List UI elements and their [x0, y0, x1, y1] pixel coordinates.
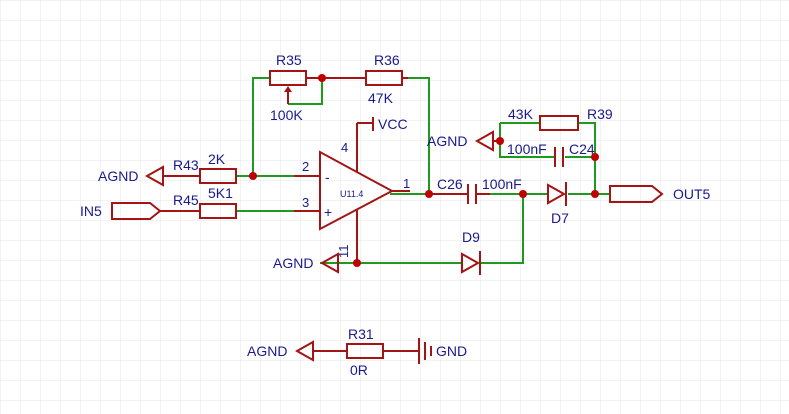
d7-diode: D7: [547, 182, 569, 226]
d9-ref: D9: [462, 229, 480, 245]
junction-agnd-right: [496, 137, 504, 145]
r39-ref: R39: [587, 106, 613, 122]
vcc-port: VCC: [357, 116, 408, 132]
agnd-bottom-label: AGND: [273, 255, 313, 271]
r45-body: [199, 203, 237, 219]
agnd-bottom-port: AGND: [273, 252, 339, 274]
junction-c26-d7: [519, 190, 527, 198]
r39-resistor: R39 43K: [508, 106, 613, 131]
wire-feedback-left: [252, 77, 270, 176]
r43-ref: R43: [173, 157, 199, 173]
gnd-label: GND: [436, 343, 467, 359]
c24-ref: C24: [569, 141, 595, 157]
c26-capacitor: C26 100nF: [429, 176, 522, 204]
opamp-pin3-label: 3: [302, 195, 309, 210]
d7-ref: D7: [551, 210, 569, 226]
r43-body: [199, 168, 237, 184]
junction-pin11: [353, 259, 361, 267]
d7-body: [547, 183, 567, 205]
c26-value: 100nF: [482, 176, 522, 192]
r43-resistor: R43 2K: [173, 151, 237, 184]
junction-c24-r39: [591, 153, 599, 161]
in5-port: IN5: [80, 202, 200, 220]
opamp-pin11-label: 11: [336, 245, 351, 259]
opamp-minus-sign: -: [325, 169, 330, 185]
r31-value: 0R: [350, 362, 368, 378]
agnd-left-port: AGND: [98, 165, 200, 187]
junction-out5: [591, 190, 599, 198]
opamp-u11-4: 2 3 1 4 11 - + U11.4: [294, 123, 410, 263]
out5-symbol: [609, 185, 664, 203]
opamp-ref: U11.4: [340, 189, 363, 199]
d9-diode: D9: [461, 229, 481, 275]
vcc-label: VCC: [378, 116, 408, 132]
opamp-pin1-label: 1: [403, 176, 410, 191]
d9-body: [461, 252, 481, 274]
r45-ref: R45: [173, 192, 199, 208]
wire-feedback-right: [408, 77, 430, 194]
junction-r35-r36: [318, 74, 326, 82]
r39-value: 43K: [508, 106, 534, 122]
r31-section: AGND R31 0R GND: [247, 326, 467, 378]
opamp-pin4-label: 4: [341, 140, 348, 155]
wire-d9-node: [480, 194, 524, 264]
c26-ref: C26: [437, 176, 463, 192]
junction-inv-input: [249, 172, 257, 180]
wire-r35-wiper: [288, 78, 323, 105]
agnd-left-label: AGND: [98, 168, 138, 184]
r45-resistor: R45 5K1: [173, 185, 237, 219]
in5-label: IN5: [80, 203, 102, 219]
r39-body: [539, 115, 579, 131]
opamp-pin2-label: 2: [302, 159, 309, 174]
out5-port: OUT5: [609, 185, 711, 203]
r36-value: 47K: [368, 90, 394, 106]
in5-symbol: [111, 202, 162, 220]
wires: [236, 77, 610, 264]
agnd-right-label: AGND: [427, 133, 467, 149]
wire-c24-left: [499, 141, 555, 158]
opamp-plus-sign: +: [324, 204, 332, 220]
r45-value: 5K1: [208, 185, 233, 201]
r36-resistor: R36 47K: [322, 52, 408, 106]
r35-ref: R35: [276, 52, 302, 68]
c24-value: 100nF: [507, 141, 547, 157]
r35-wiper-arrow: [284, 86, 292, 92]
out5-label: OUT5: [673, 186, 711, 202]
agnd-r31-label: AGND: [247, 343, 287, 359]
r31-ref: R31: [348, 326, 374, 342]
r43-value: 2K: [208, 151, 226, 167]
junction-dots: [249, 74, 599, 267]
agnd-bottom-symbol: [319, 252, 339, 274]
r36-ref: R36: [374, 52, 400, 68]
r35-potentiometer: R35 100K: [269, 52, 322, 123]
junction-opamp-out: [425, 190, 433, 198]
wire-r39-right: [578, 122, 596, 194]
c24-capacitor: C24 100nF: [507, 141, 595, 167]
r35-value: 100K: [270, 107, 303, 123]
